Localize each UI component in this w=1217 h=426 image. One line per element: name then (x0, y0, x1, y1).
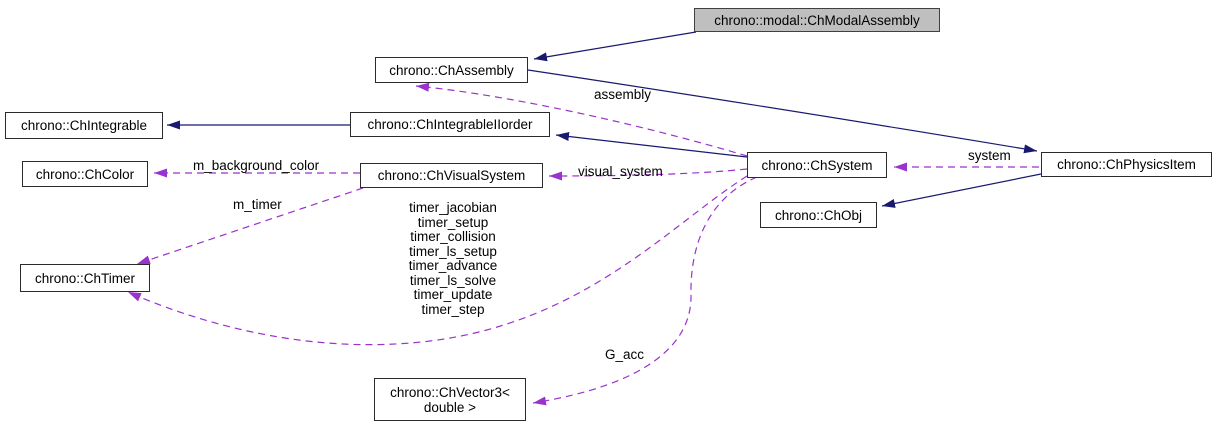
node-chassembly[interactable]: chrono::ChAssembly (375, 57, 528, 83)
edge-label-visual-system: visual_system (578, 164, 663, 179)
node-chvector3-label: chrono::ChVector3< double > (390, 384, 510, 415)
edge-inheritance-physicsitem-to-obj (881, 173, 1042, 208)
timer-member-label: timer_ls_setup (409, 243, 497, 259)
node-chtimer[interactable]: chrono::ChTimer (20, 264, 150, 292)
edge-inheritance-assembly-to-physicsitem (527, 69, 1038, 154)
node-chvisualsystem[interactable]: chrono::ChVisualSystem (360, 163, 543, 188)
node-chsystem[interactable]: chrono::ChSystem (747, 152, 887, 178)
edge-usage-system-visualsystem (548, 168, 748, 181)
node-chvector3-double[interactable]: chrono::ChVector3< double > (374, 378, 526, 421)
edge-label-m-background-color: m_background_color (193, 158, 320, 173)
node-chphysicsitem[interactable]: chrono::ChPhysicsItem (1041, 152, 1212, 177)
timer-member-label: timer_update (413, 287, 493, 302)
edge-label-timer-members: timer_jacobian timer_setup timer_collisi… (383, 200, 523, 317)
node-chintegrable[interactable]: chrono::ChIntegrable (5, 112, 163, 139)
timer-member-label: timer_advance (408, 258, 498, 273)
edge-label-g-acc: G_acc (605, 347, 645, 362)
edge-usage-system-vector3 (532, 176, 758, 406)
node-chmodalassembly[interactable]: chrono::modal::ChModalAssembly (694, 8, 940, 32)
timer-member-label: timer_jacobian (409, 200, 497, 215)
edge-usage-system-assembly (415, 82, 748, 157)
timer-member-label: timer_step (421, 301, 485, 317)
node-chcolor[interactable]: chrono::ChColor (22, 161, 148, 187)
timer-member-label: timer_setup (417, 214, 489, 230)
edge-inheritance-system-to-integrableiiorder (555, 132, 748, 158)
node-chintegrableiiorder[interactable]: chrono::ChIntegrableIIorder (350, 112, 550, 137)
edge-label-m-timer: m_timer (233, 197, 282, 212)
edge-usage-system-timer (127, 175, 748, 346)
edge-label-system: system (968, 148, 1011, 163)
timer-member-label: timer_ls_solve (409, 272, 497, 288)
timer-member-label: timer_collision (410, 229, 496, 244)
node-chobj[interactable]: chrono::ChObj (760, 202, 877, 228)
edge-label-assembly: assembly (594, 87, 652, 102)
edge-inheritance-modalassembly-to-assembly (533, 31, 697, 62)
edge-usage-visualsystem-timer (136, 187, 364, 265)
